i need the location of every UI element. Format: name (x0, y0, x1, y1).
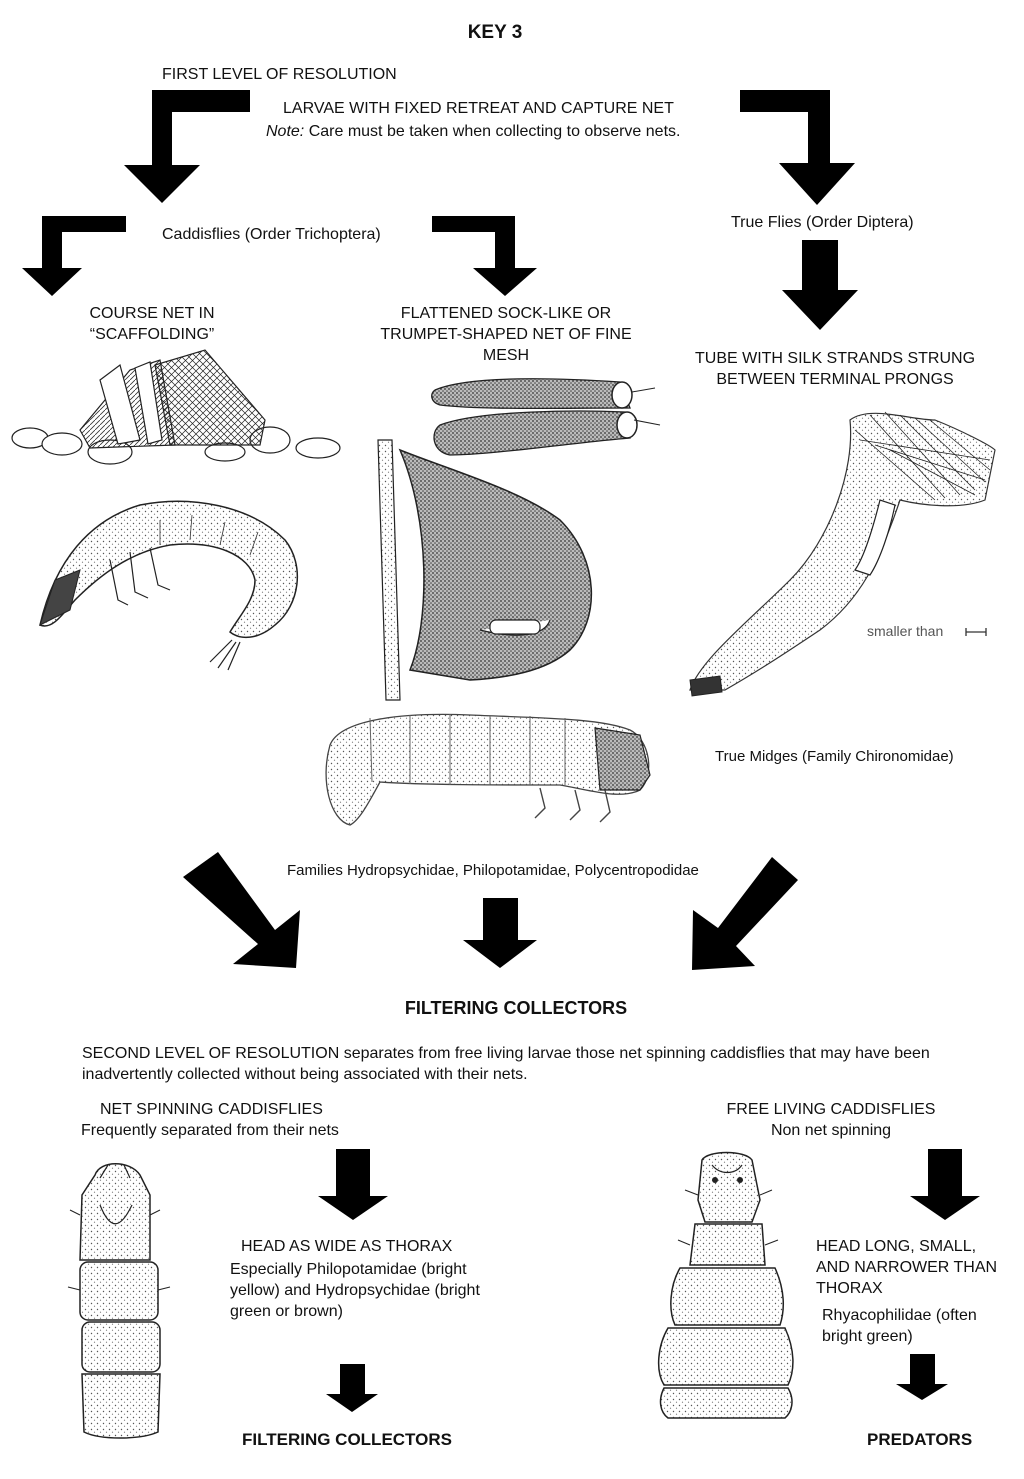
collection-note: Note: Care must be taken when collecting… (266, 121, 680, 142)
second-level-text1: separates from free living larvae those … (343, 1045, 930, 1062)
second-level-line2: inadvertently collected without being as… (82, 1066, 528, 1083)
caddisflies-label: Caddisflies (Order Trichoptera) (162, 226, 381, 243)
second-level-line1: SECOND LEVEL OF RESOLUTION separates fro… (82, 1043, 930, 1064)
free-living-sub: Non net spinning (770, 1122, 892, 1139)
net-spinning-example-line2: yellow) and Hydropsychidae (bright (230, 1282, 480, 1299)
course-net-line1: COURSE NET IN (89, 305, 215, 322)
head-narrow-line2: AND NARROWER THAN (816, 1259, 998, 1276)
arrow-center-down (463, 898, 537, 968)
second-level-heading: SECOND LEVEL OF RESOLUTION (82, 1045, 340, 1062)
flattened-net-line1: FLATTENED SOCK-LIKE OR (400, 305, 612, 322)
net-spinning-examples: Especially Philopotamidae (bright yellow… (230, 1259, 480, 1322)
tube-net-line2: BETWEEN TERMINAL PRONGS (716, 371, 954, 388)
scale-bar-icon (965, 628, 987, 636)
arrow-to-caddisflies (124, 90, 250, 203)
free-living-example-line1: Rhyacophilidae (often (822, 1307, 977, 1324)
head-narrow-line3: THORAX (816, 1280, 883, 1297)
midge-tube-illustration (689, 411, 996, 697)
flattened-net-line2: TRUMPET-SHAPED NET OF FINE (380, 326, 632, 343)
net-spinning-sub: Frequently separated from their nets (81, 1122, 339, 1139)
free-living-examples: Rhyacophilidae (often bright green) (822, 1305, 977, 1347)
coarse-net-illustration (11, 349, 341, 465)
free-living-larva-illustration (657, 1151, 794, 1419)
free-living-example-line2: bright green) (822, 1328, 913, 1345)
head-wide-label: HEAD AS WIDE AS THORAX (241, 1238, 453, 1255)
predators-result: PREDATORS (867, 1430, 973, 1449)
head-narrow-label: HEAD LONG, SMALL, AND NARROWER THAN THOR… (816, 1236, 997, 1299)
sock-net-tubes-illustration (431, 378, 661, 456)
hydropsychid-larva-illustration (325, 713, 651, 826)
net-spinning-example-line1: Especially Philopotamidae (bright (230, 1261, 467, 1278)
tube-net-label: TUBE WITH SILK STRANDS STRUNG BETWEEN TE… (680, 348, 990, 390)
arrow-to-tube-net (782, 240, 858, 330)
flattened-net-label: FLATTENED SOCK-LIKE OR TRUMPET-SHAPED NE… (356, 303, 656, 366)
arrow-to-flattened-net (432, 216, 537, 296)
net-spinning-heading: NET SPINNING CADDISFLIES (100, 1101, 323, 1118)
flattened-net-line3: MESH (482, 347, 530, 364)
filtering-collectors-result: FILTERING COLLECTORS (242, 1430, 452, 1449)
net-spinning-example-line3: green or brown) (230, 1303, 343, 1320)
trumpet-net-illustration (377, 439, 593, 701)
arrow-to-true-flies (740, 90, 855, 205)
free-living-heading: FREE LIVING CADDISFLIES (726, 1101, 936, 1118)
head-narrow-line1: HEAD LONG, SMALL, (816, 1238, 977, 1255)
true-flies-label: True Flies (Order Diptera) (731, 214, 914, 231)
filtering-collectors-main: FILTERING COLLECTORS (404, 998, 628, 1018)
true-midges-label: True Midges (Family Chironomidae) (715, 748, 954, 765)
caddisfly-larva-illustration (39, 500, 298, 671)
first-level-heading: FIRST LEVEL OF RESOLUTION (162, 66, 397, 83)
scale-label: smaller than (867, 623, 944, 639)
arrow-to-filtering-collectors (326, 1364, 378, 1412)
course-net-label: COURSE NET IN “SCAFFOLDING” (62, 303, 242, 345)
net-spinning-larva-illustration (67, 1163, 171, 1439)
note-label: Note: (266, 123, 305, 140)
arrow-left-diagonal (183, 852, 300, 968)
arrow-to-predators (896, 1354, 948, 1400)
note-text: Care must be taken when collecting to ob… (308, 123, 681, 140)
course-net-line2: “SCAFFOLDING” (89, 326, 215, 343)
arrow-right-diagonal (692, 857, 798, 970)
tube-net-line1: TUBE WITH SILK STRANDS STRUNG (694, 350, 976, 367)
larvae-net-heading: LARVAE WITH FIXED RETREAT AND CAPTURE NE… (283, 100, 674, 117)
page-title: KEY 3 (467, 22, 523, 43)
arrow-to-course-net (22, 216, 126, 296)
arrow-to-head-narrow (910, 1149, 980, 1220)
families-label: Families Hydropsychidae, Philopotamidae,… (287, 862, 699, 879)
arrow-to-head-wide (318, 1149, 388, 1220)
